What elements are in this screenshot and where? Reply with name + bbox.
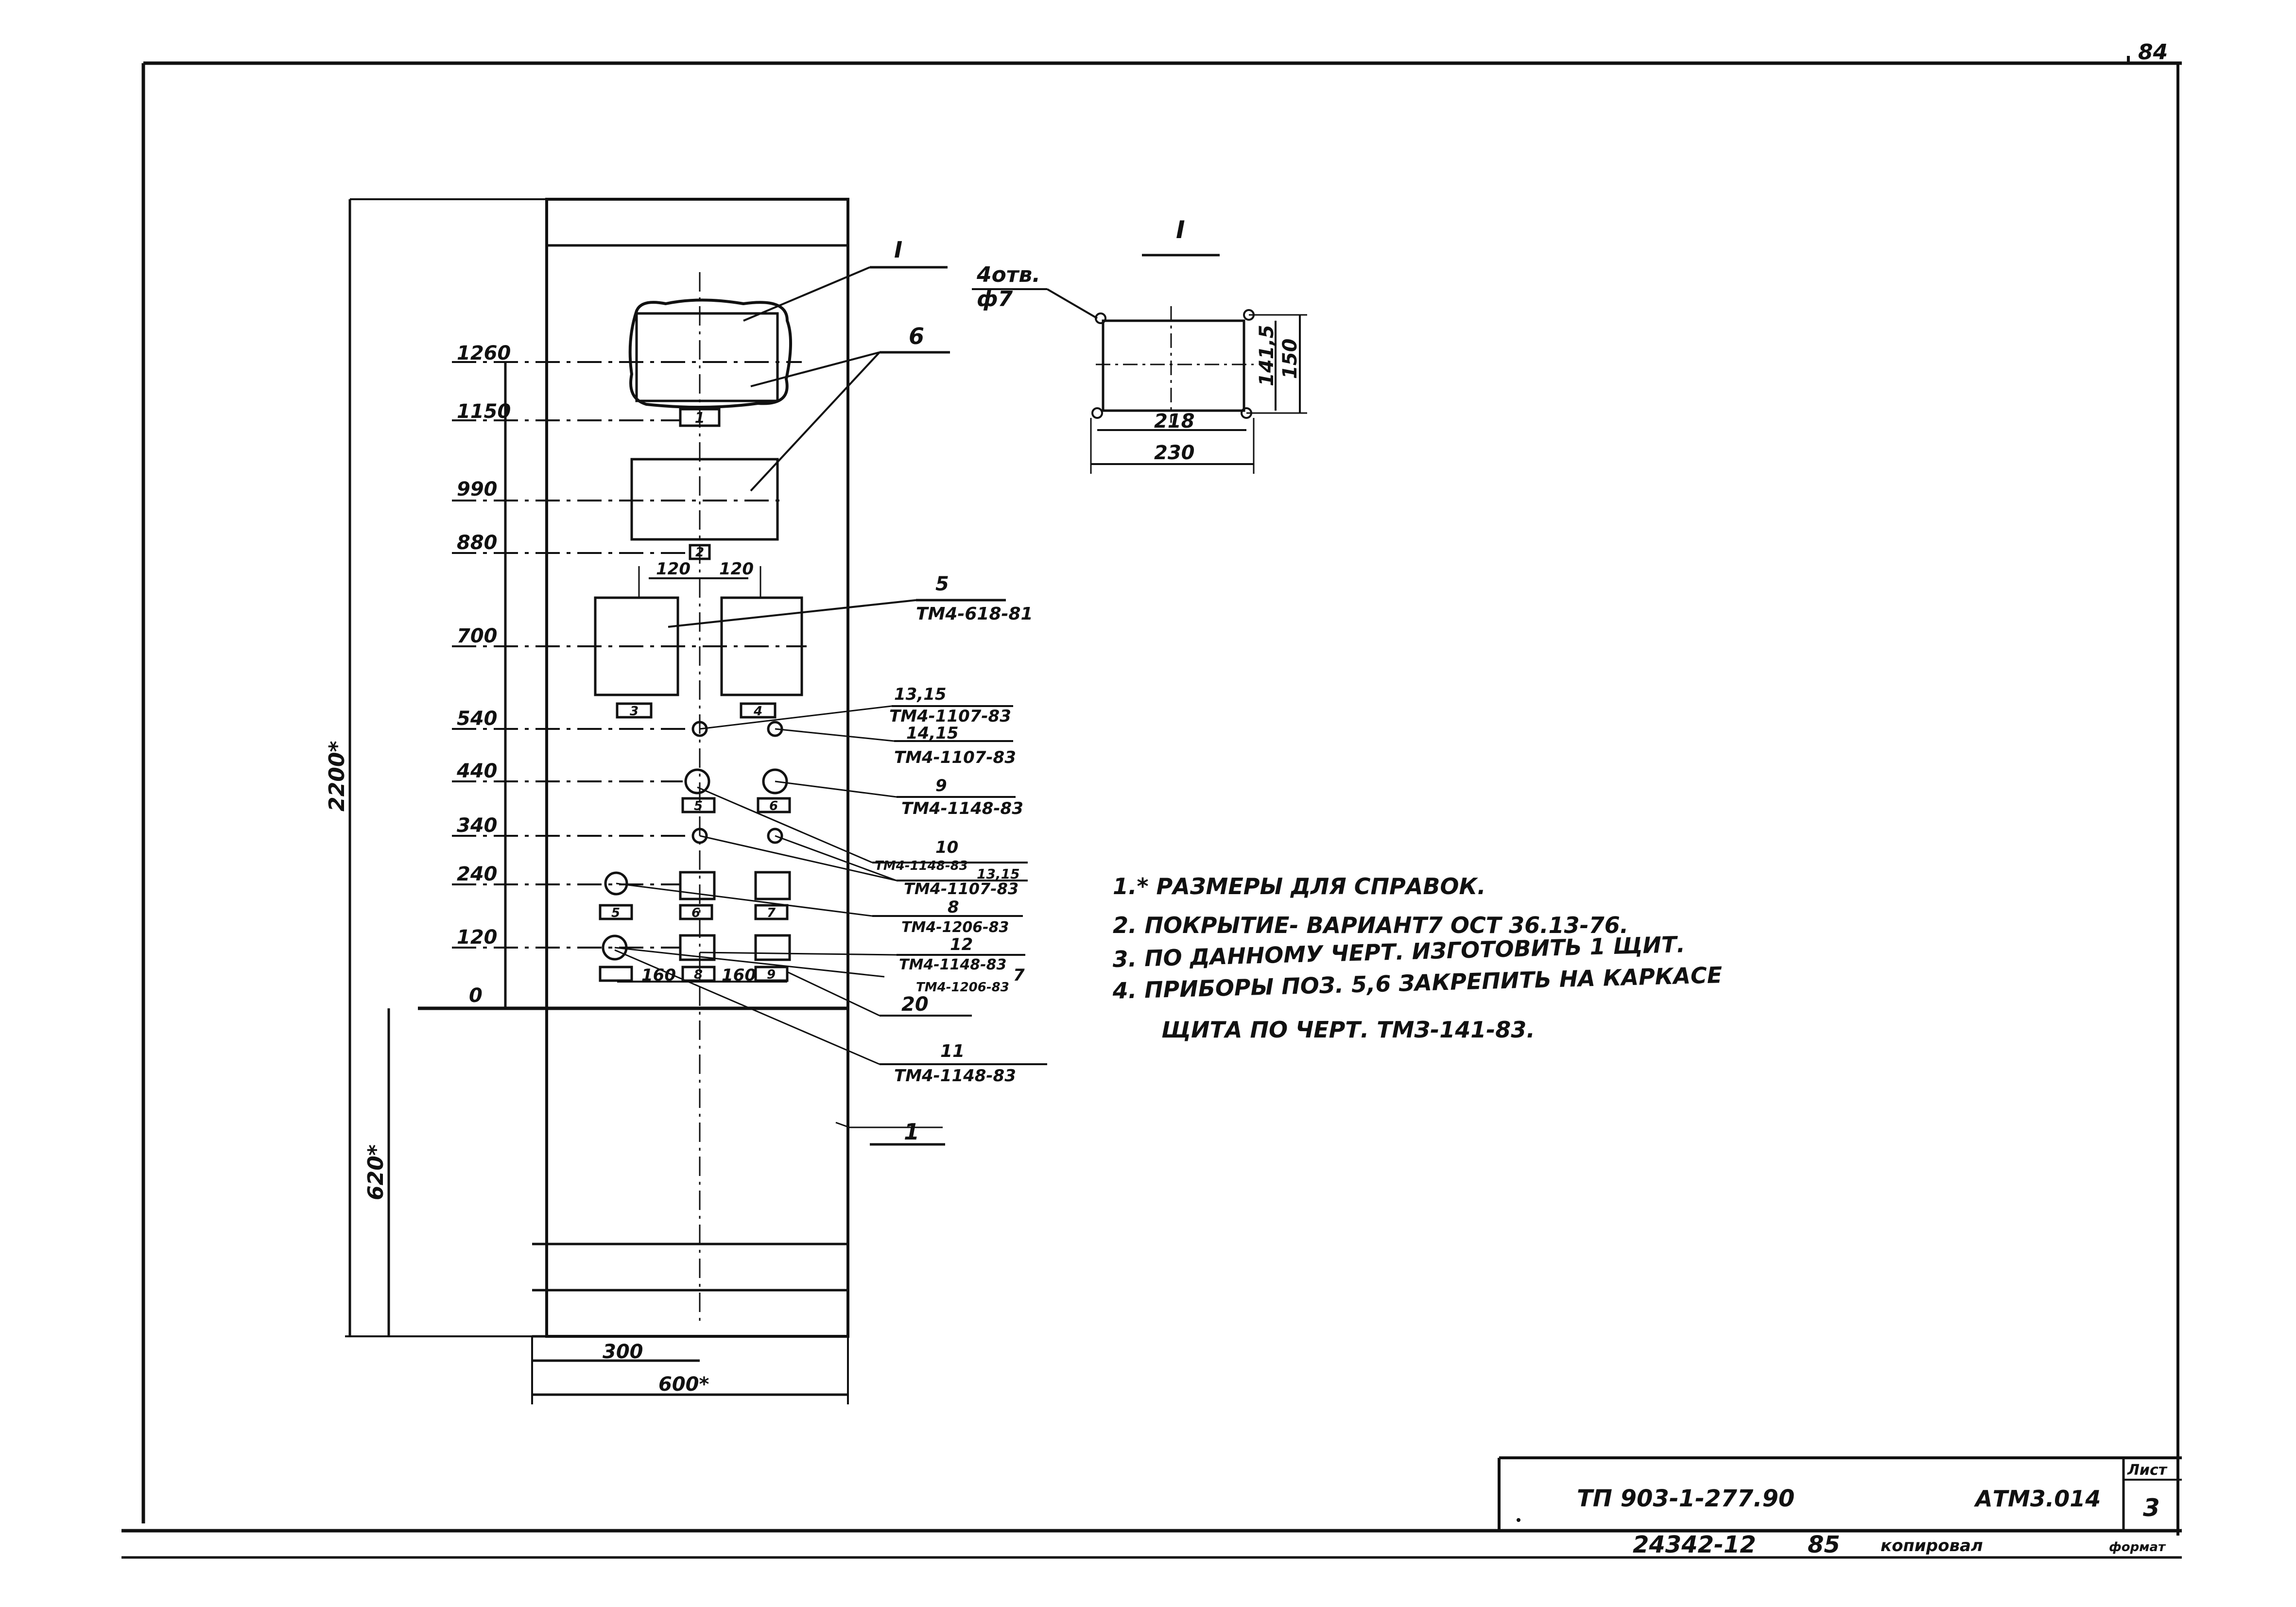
dim-218: 218 <box>1154 410 1195 432</box>
plate-6b <box>679 904 713 920</box>
detail-view-i: I 4отв. ф7 218 230 141,5 150 <box>972 216 1307 474</box>
notes: 1.* РАЗМЕРЫ ДЛЯ СПРАВОК. 2. ПОКРЫТИЕ- ВА… <box>1112 873 1723 1043</box>
plate-label: 9 <box>767 968 776 982</box>
plate-8 <box>599 966 633 982</box>
elevation-700: 700 <box>457 625 498 647</box>
leader-3-doc: ТМ4-1148-83 <box>901 799 1023 818</box>
plate-4 <box>740 702 777 719</box>
plate-5 <box>681 797 716 813</box>
label-plates: 1 2 3 4 5 6 5 6 7 8 9 <box>599 408 791 982</box>
leader-7-extra: 7 <box>1013 966 1025 985</box>
footer-copied: копировал <box>1881 1536 1983 1555</box>
plate-label: 5 <box>611 906 620 920</box>
leader-5-doc: ТМ4-1107-83 <box>904 880 1019 898</box>
leader-1-doc: ТМ4-1107-83 <box>889 707 1011 726</box>
sheet-frame: 84 <box>121 40 2182 1559</box>
elevation-120: 120 <box>457 926 498 949</box>
leader-7-doc: ТМ4-1148-83 <box>899 956 1006 973</box>
elevation-1150: 1150 <box>457 400 511 423</box>
plate-label: 6 <box>769 799 778 813</box>
leader-6-doc: ТМ4-1206-83 <box>901 919 1009 936</box>
note-5: ЩИТА ПО ЧЕРТ. ТМЗ-141-83. <box>1161 1017 1535 1043</box>
elevation-240: 240 <box>457 863 498 885</box>
elevation-dimensions: 1260 1150 990 880 700 540 440 340 240 12… <box>452 342 807 1008</box>
plate-label: 5 <box>694 799 703 813</box>
plate-3 <box>616 702 653 719</box>
plate-label: 7 <box>767 906 776 920</box>
sheet-number: 3 <box>2143 1494 2160 1522</box>
leader-6-num: 8 <box>948 898 959 917</box>
leader-1-num: 13,15 <box>894 685 947 704</box>
holes-label: 4отв. <box>976 262 1040 287</box>
leader-4-extra: 13,15 <box>977 866 1020 882</box>
spacing-120-left: 120 <box>656 559 691 579</box>
spacing-160-right: 160 <box>722 966 756 985</box>
leader-7-num: 12 <box>950 935 973 954</box>
plate-5b <box>599 904 633 920</box>
plate-1 <box>679 408 721 427</box>
callout-1: 1 <box>904 1119 919 1145</box>
note-1: 1.* РАЗМЕРЫ ДЛЯ СПРАВОК. <box>1113 873 1486 899</box>
note-2: 2. ПОКРЫТИЕ- ВАРИАНТ7 ОСТ 36.13-76. <box>1113 912 1628 938</box>
elevation-990: 990 <box>457 478 498 501</box>
elevation-1260: 1260 <box>457 342 511 364</box>
leaders: I 6 5 ТМ4-618-81 13,15 ТМ4-1107-83 14,15… <box>614 237 1047 1146</box>
sheet-label: Лист <box>2127 1462 2168 1479</box>
footer-number: 24342-12 <box>1633 1531 1756 1558</box>
elevation-0: 0 <box>469 985 483 1007</box>
plate-2 <box>689 544 711 560</box>
elevation-880: 880 <box>457 532 498 554</box>
elevation-440: 440 <box>456 760 498 782</box>
plate-label: 1 <box>695 410 705 427</box>
callout-5: 5 <box>935 573 949 595</box>
plate-label: 4 <box>753 704 762 719</box>
sheet-corner-number: 84 <box>2138 40 2168 65</box>
plate-7 <box>754 904 789 920</box>
leader-9-num: 20 <box>901 993 929 1016</box>
width-total: 600* <box>658 1373 709 1396</box>
leader-4-doc: ТМ4-1148-83 <box>875 859 968 873</box>
dim-141-5: 141,5 <box>1256 325 1278 386</box>
plate-label: 8 <box>694 968 703 982</box>
plate-6 <box>757 797 791 813</box>
footer-format: формат <box>2109 1540 2166 1555</box>
dim-150: 150 <box>1279 339 1301 380</box>
leader-2-num: 14,15 <box>906 724 959 743</box>
leader-4-num: 10 <box>935 838 958 857</box>
elevation-540: 540 <box>457 708 498 730</box>
spacing-120-right: 120 <box>719 559 754 579</box>
elevation-340: 340 <box>457 814 498 837</box>
leader-10-num: 11 <box>940 1041 965 1061</box>
dim-230: 230 <box>1154 442 1195 464</box>
leader-10-doc: ТМ4-1148-83 <box>894 1066 1016 1086</box>
plate-label: 6 <box>691 906 700 920</box>
height-base: 620* <box>363 1144 388 1200</box>
project-number: ТП 903-1-277.90 <box>1577 1485 1795 1512</box>
callout-6: 6 <box>909 323 924 349</box>
width-half: 300 <box>603 1341 643 1363</box>
plate-label: 3 <box>630 704 639 719</box>
holes-diameter: ф7 <box>977 287 1013 311</box>
title-block: ТП 903-1-277.90 АТМ3.014 Лист 3 24342-12… <box>1498 1456 2182 1558</box>
detail-title: I <box>1176 216 1185 244</box>
cabinet-front-view <box>418 198 943 1338</box>
callout-detail-i: I <box>894 237 902 263</box>
footer-copy: 85 <box>1808 1531 1840 1558</box>
drawing-code: АТМ3.014 <box>1974 1486 2101 1512</box>
plate-label: 2 <box>695 545 704 560</box>
leader-3-num: 9 <box>935 776 947 795</box>
overall-dimensions: 2200* 620* 300 600* <box>325 198 849 1404</box>
leader-8-doc: ТМ4-1206-83 <box>916 980 1009 995</box>
height-total: 2200* <box>325 741 349 812</box>
leader-2-doc: ТМ4-1107-83 <box>894 748 1016 767</box>
devices <box>594 298 803 961</box>
callout-5-doc: ТМ4-618-81 <box>916 604 1033 624</box>
